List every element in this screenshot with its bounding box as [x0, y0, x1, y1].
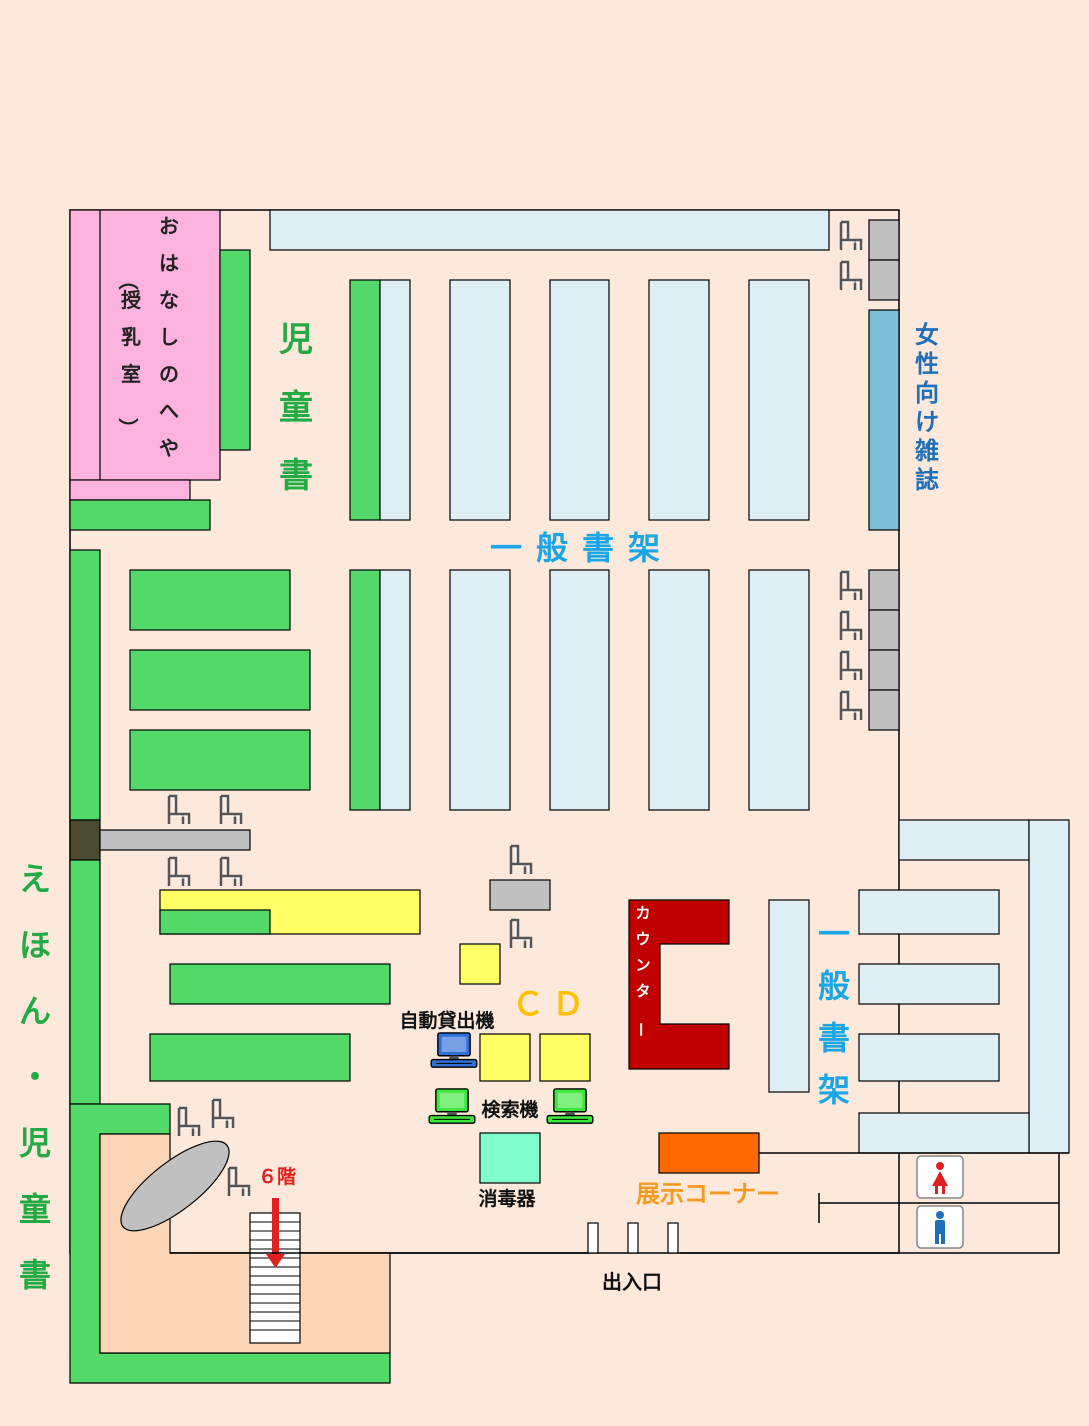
entrance-label: 出入口 [602, 1270, 662, 1294]
search-machine-label: 検索機 [481, 1098, 538, 1121]
reading-table-center [489, 879, 551, 911]
chair-icon [509, 844, 533, 876]
shelf-group-general-right [768, 819, 1070, 1154]
self-checkout-label: 自動貸出機 [399, 1009, 494, 1032]
shelf-children-storyroom [219, 249, 251, 451]
story-room-label: おはなしのへや [159, 214, 179, 460]
cd-shelf-1 [479, 1033, 531, 1082]
shelf-wall-left [69, 549, 101, 1105]
children-books-label: 児童書 [279, 320, 313, 496]
walls-entrance [170, 1152, 1069, 1254]
shelf-group-general-lower [349, 569, 810, 811]
magazine-shelf [868, 309, 900, 531]
search-computer-icon[interactable] [428, 1088, 476, 1124]
women-restroom-icon[interactable] [916, 1155, 964, 1199]
men-restroom-icon[interactable] [916, 1205, 964, 1249]
general-shelves-label: 一般書架 [490, 529, 674, 567]
shelf-general-top [269, 209, 830, 251]
entrance-doors[interactable] [587, 1222, 679, 1254]
picture-books-label: えほん・児童書 [19, 860, 51, 1294]
disinfector-label: 消毒器 [478, 1187, 536, 1210]
general-shelves-right-label: 一般書架 [818, 915, 850, 1109]
counter-label: カウンター [631, 904, 650, 1037]
cd-shelf-2 [539, 1033, 591, 1082]
search-computer-icon[interactable] [546, 1088, 594, 1124]
floor-label: ６階 [258, 1166, 296, 1188]
cd-label: ＣＤ [512, 985, 592, 1023]
exhibit-corner-table [658, 1132, 760, 1174]
shelf-group-children-left [129, 569, 421, 1082]
nursing-room-label: （授乳室） [116, 270, 142, 438]
staircase[interactable] [249, 1212, 301, 1344]
chair-icon [509, 918, 533, 950]
womens-magazines-label: 女性向け雑誌 [914, 321, 939, 494]
study-desks-right [868, 219, 900, 731]
round-table [120, 1140, 230, 1232]
chairs-right [839, 220, 863, 722]
stair-area [69, 1103, 391, 1384]
service-counter [628, 899, 730, 1070]
self-checkout-computer-icon[interactable] [430, 1032, 478, 1068]
shelf-children-left [69, 499, 211, 531]
story-room [69, 209, 221, 501]
exhibit-corner-label: 展示コーナー [636, 1180, 780, 1208]
disinfector [479, 1132, 541, 1184]
shelf-group-general-upper [349, 279, 810, 521]
reading-table-left [99, 829, 251, 851]
down-arrow-icon [266, 1198, 285, 1268]
cd-shelf-small [459, 943, 501, 985]
